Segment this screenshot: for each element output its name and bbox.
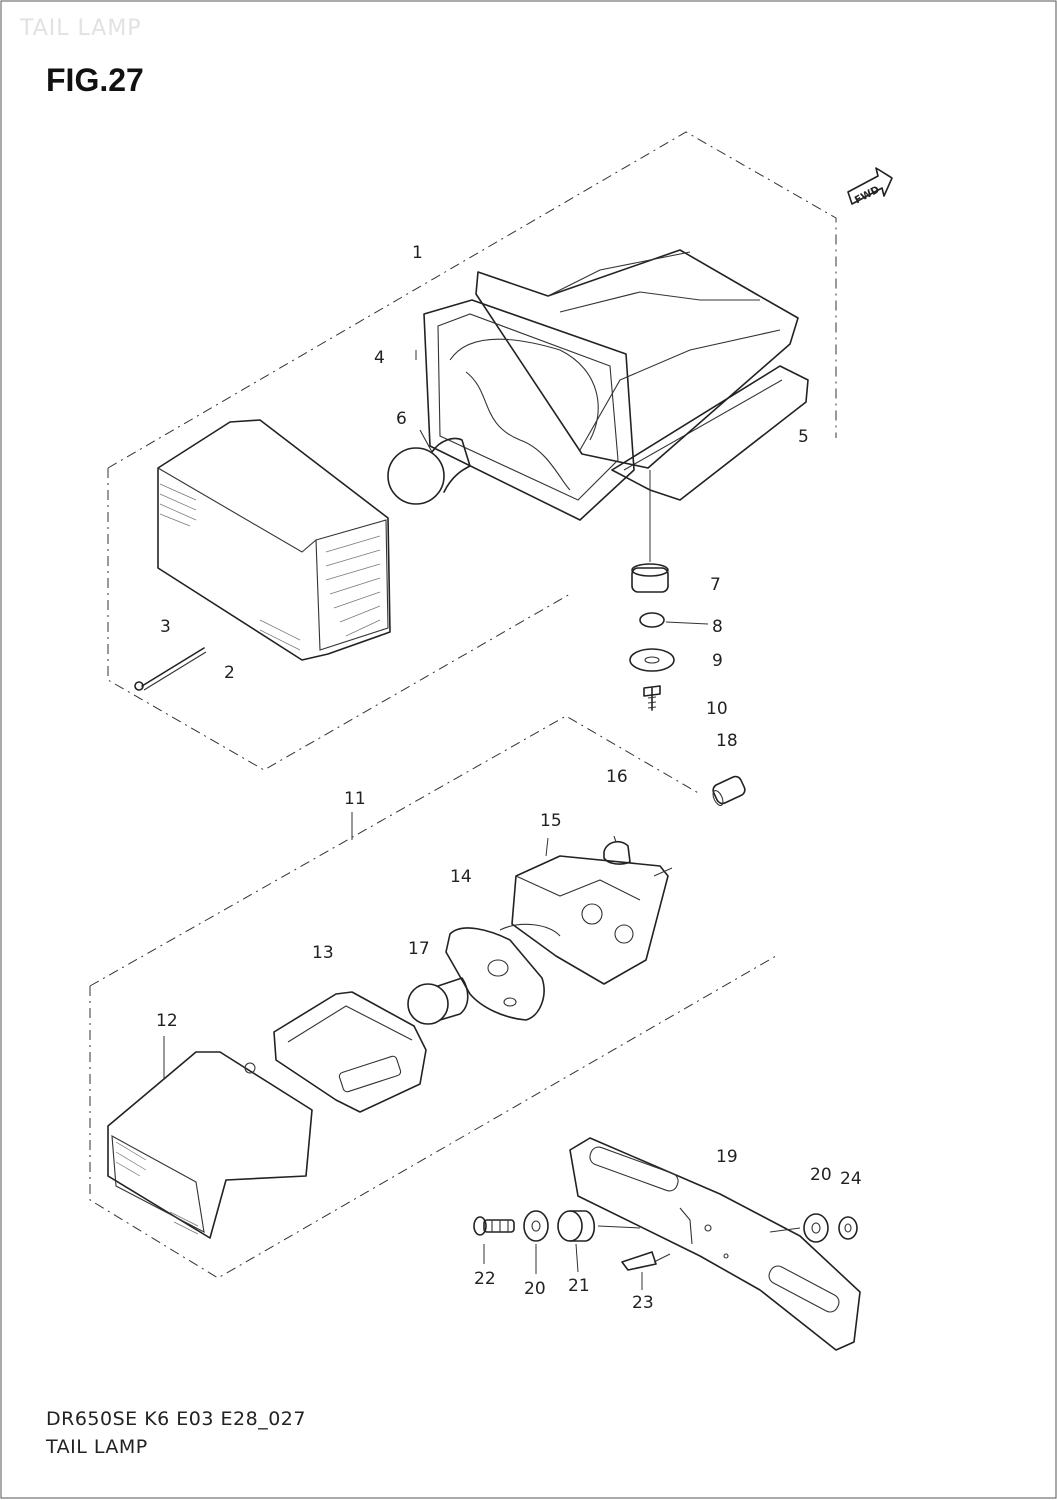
callout-20-left: 20 [524, 1279, 546, 1299]
part-13-reflector [273, 991, 427, 1113]
callout-16: 16 [606, 767, 628, 787]
callout-18: 18 [716, 731, 738, 751]
assembly-11-boundary-lower [89, 955, 777, 1279]
fwd-arrow-icon: FWD [847, 167, 893, 206]
part-20-washer-right [769, 1213, 829, 1243]
diagram-name: TAIL LAMP [46, 1436, 148, 1458]
part-3-lens [157, 419, 391, 661]
callout-2: 2 [224, 663, 235, 683]
callout-7: 7 [710, 575, 721, 595]
assembly-1-boundary-lower [107, 468, 571, 771]
callout-3: 3 [160, 617, 171, 637]
callout-6: 6 [396, 409, 407, 429]
diagram-code: DR650SE K6 E03 E28_027 [46, 1408, 306, 1430]
callout-20-right: 20 [810, 1165, 832, 1185]
callout-22: 22 [474, 1269, 496, 1289]
part-16-socket [603, 835, 673, 877]
part-19-bracket [569, 1137, 861, 1351]
part-20-washer-left [523, 1210, 549, 1242]
callout-23: 23 [632, 1293, 654, 1313]
callout-11: 11 [344, 789, 366, 809]
callout-4: 4 [374, 348, 385, 368]
callout-9: 9 [712, 651, 723, 671]
part-10-screw [643, 685, 661, 711]
callout-21: 21 [568, 1276, 590, 1296]
callout-15: 15 [540, 811, 562, 831]
callout-8: 8 [712, 617, 723, 637]
part-8-collar [639, 612, 709, 628]
part-6-grommet [387, 429, 471, 505]
assembly-1-boundary [107, 131, 837, 469]
part-1-housing [475, 249, 799, 562]
part-24-nut [838, 1216, 858, 1240]
figure-title: FIG.27 [46, 62, 144, 98]
callout-17: 17 [408, 939, 430, 959]
callout-5: 5 [798, 427, 809, 447]
part-17-bulb [407, 977, 469, 1025]
part-5-base-plate [611, 365, 809, 501]
part-2-screw [134, 647, 207, 691]
callout-12: 12 [156, 1011, 178, 1031]
part-7-cushion [631, 563, 669, 593]
part-22-bolt [473, 1216, 515, 1236]
part-9-washer [629, 648, 675, 672]
callout-14: 14 [450, 867, 472, 887]
part-14-plate [445, 923, 561, 1021]
part-18-nut [712, 775, 746, 806]
callout-10: 10 [706, 699, 728, 719]
callout-13: 13 [312, 943, 334, 963]
part-4-gasket [423, 299, 635, 521]
part-23-bolt [621, 1251, 671, 1271]
callout-1: 1 [412, 243, 423, 263]
callout-24: 24 [840, 1169, 862, 1189]
part-15-bracket [511, 837, 669, 985]
part-21-spacer [557, 1210, 641, 1242]
watermark-text: TAIL LAMP [20, 16, 142, 41]
part-12-lens-housing [107, 1036, 313, 1239]
assembly-11-boundary [89, 715, 701, 987]
callout-19: 19 [716, 1147, 738, 1167]
